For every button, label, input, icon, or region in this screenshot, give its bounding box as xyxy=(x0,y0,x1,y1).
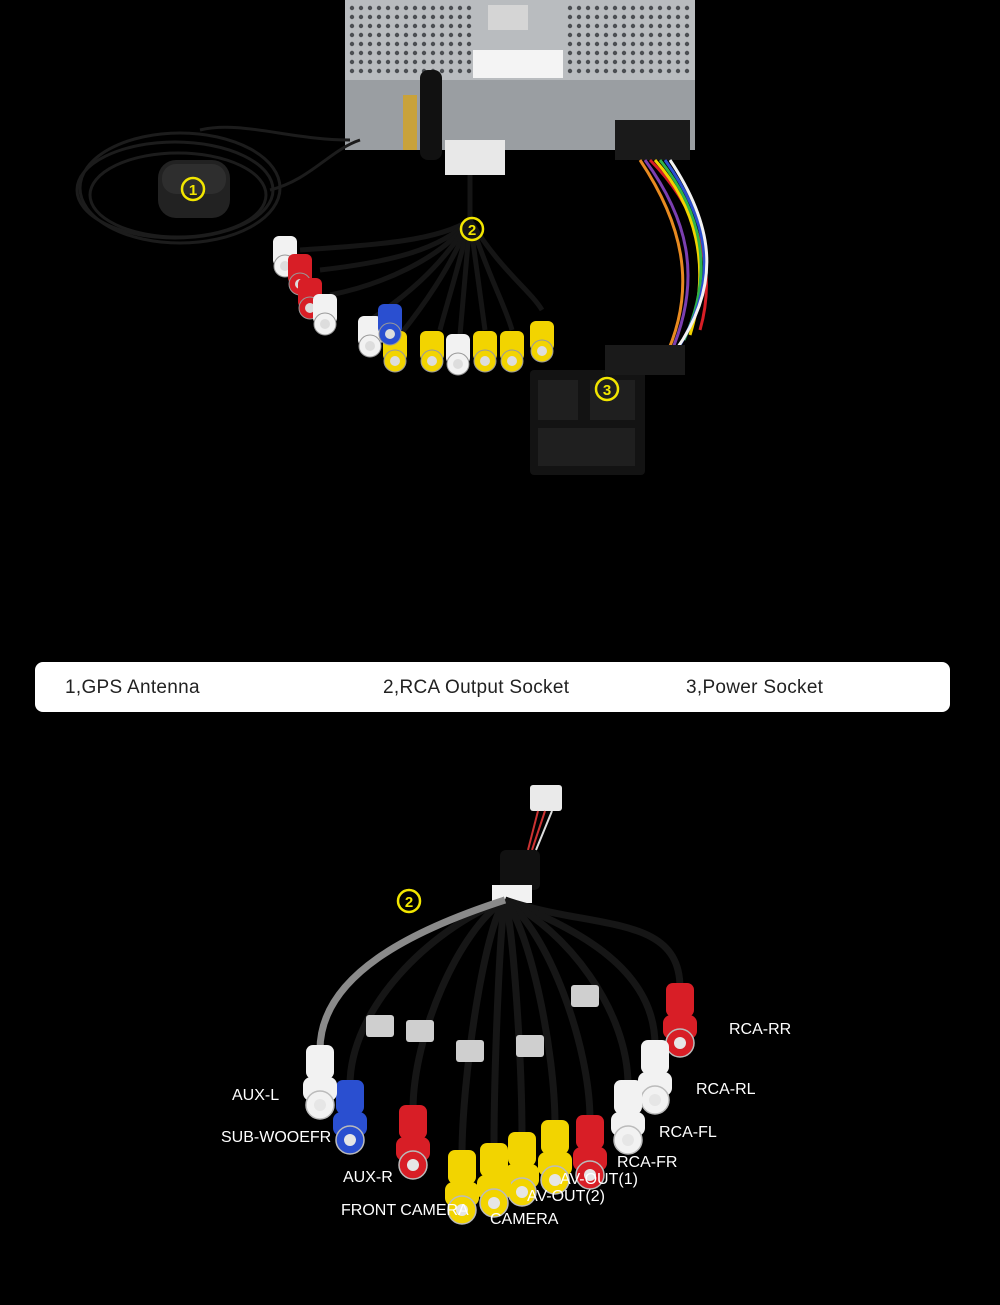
photo-rca-plug xyxy=(473,331,497,373)
label-rca-fr: RCA-FR xyxy=(617,1154,678,1171)
product-sticker xyxy=(473,50,563,78)
wire-tag xyxy=(366,1015,394,1037)
rca-plugs xyxy=(273,236,554,376)
label-aux-r: AUX-R xyxy=(343,1169,393,1186)
plug-rca-fl xyxy=(611,1080,645,1155)
plug-camera xyxy=(477,1143,511,1218)
marker-3: 3 xyxy=(594,376,620,402)
svg-text:2: 2 xyxy=(405,894,413,911)
label-av-out-2: AV-OUT(2) xyxy=(527,1188,605,1205)
label-rca-rr: RCA-RR xyxy=(729,1021,792,1038)
wire-tag xyxy=(571,985,599,1007)
plug-rca-fr xyxy=(573,1115,607,1190)
marker-1: 1 xyxy=(180,176,206,202)
gps-antenna xyxy=(75,125,361,245)
svg-text:2: 2 xyxy=(468,222,476,239)
caption-power-socket: 3,Power Socket xyxy=(686,677,824,698)
label-rca-fl: RCA-FL xyxy=(659,1124,717,1141)
plug-front-camera xyxy=(445,1150,479,1225)
plug-aux-l xyxy=(303,1045,337,1120)
svg-text:3: 3 xyxy=(603,382,611,399)
wifi-antenna xyxy=(420,70,442,160)
photo-rca-plug xyxy=(500,331,524,373)
plug-aux-r xyxy=(396,1105,430,1180)
plug-rca-rl xyxy=(638,1040,672,1115)
caption-rca-output-socket: 2,RCA Output Socket xyxy=(383,677,570,698)
photo-rca-plug xyxy=(313,294,337,336)
harness-connector xyxy=(530,785,562,811)
product-photo: 1 2 3 xyxy=(0,0,1000,640)
rca-harness-detail: 2 RCA-RR RCA-RL RCA-FL RCA-FR AUX-L SUB-… xyxy=(0,740,1000,1305)
rca-bundle xyxy=(299,175,545,337)
rca-harness-illustration: 2 xyxy=(303,785,697,1225)
caption-gps-antenna: 1,GPS Antenna xyxy=(65,677,200,698)
label-aux-l: AUX-L xyxy=(232,1087,280,1104)
photo-rca-plug xyxy=(446,334,470,376)
power-connector-socket xyxy=(615,120,690,160)
antenna-jack xyxy=(403,95,417,150)
caption-bar: 1,GPS Antenna 2,RCA Output Socket 3,Powe… xyxy=(35,662,950,712)
label-av-out-1: AV-OUT(1) xyxy=(560,1171,638,1188)
harness-marker-2: 2 xyxy=(396,888,422,914)
plug-rca-rr xyxy=(663,983,697,1058)
wire-tag xyxy=(406,1020,434,1042)
photo-rca-plug xyxy=(530,321,554,363)
label-rca-rl: RCA-RL xyxy=(696,1081,756,1098)
plug-av-out-2 xyxy=(505,1132,539,1207)
wire-tag xyxy=(516,1035,544,1057)
label-sub-woofer: SUB-WOOEFR xyxy=(221,1129,332,1146)
photo-rca-plug xyxy=(420,331,444,373)
photo-rca-plug xyxy=(378,304,402,346)
plug-sub-woofer xyxy=(333,1080,367,1155)
iso-power-plug xyxy=(530,345,685,475)
plug-av-out-1 xyxy=(538,1120,572,1195)
label-camera: CAMERA xyxy=(490,1211,559,1228)
wire-tag xyxy=(456,1040,484,1062)
photo-rca-plug xyxy=(358,316,382,358)
head-unit-chassis xyxy=(345,0,695,175)
marker-2: 2 xyxy=(459,216,485,242)
label-front-camera: FRONT CAMERA xyxy=(341,1202,469,1219)
head-unit-illustration: 1 2 3 xyxy=(75,0,709,475)
power-harness xyxy=(638,158,709,361)
svg-text:1: 1 xyxy=(189,182,197,199)
